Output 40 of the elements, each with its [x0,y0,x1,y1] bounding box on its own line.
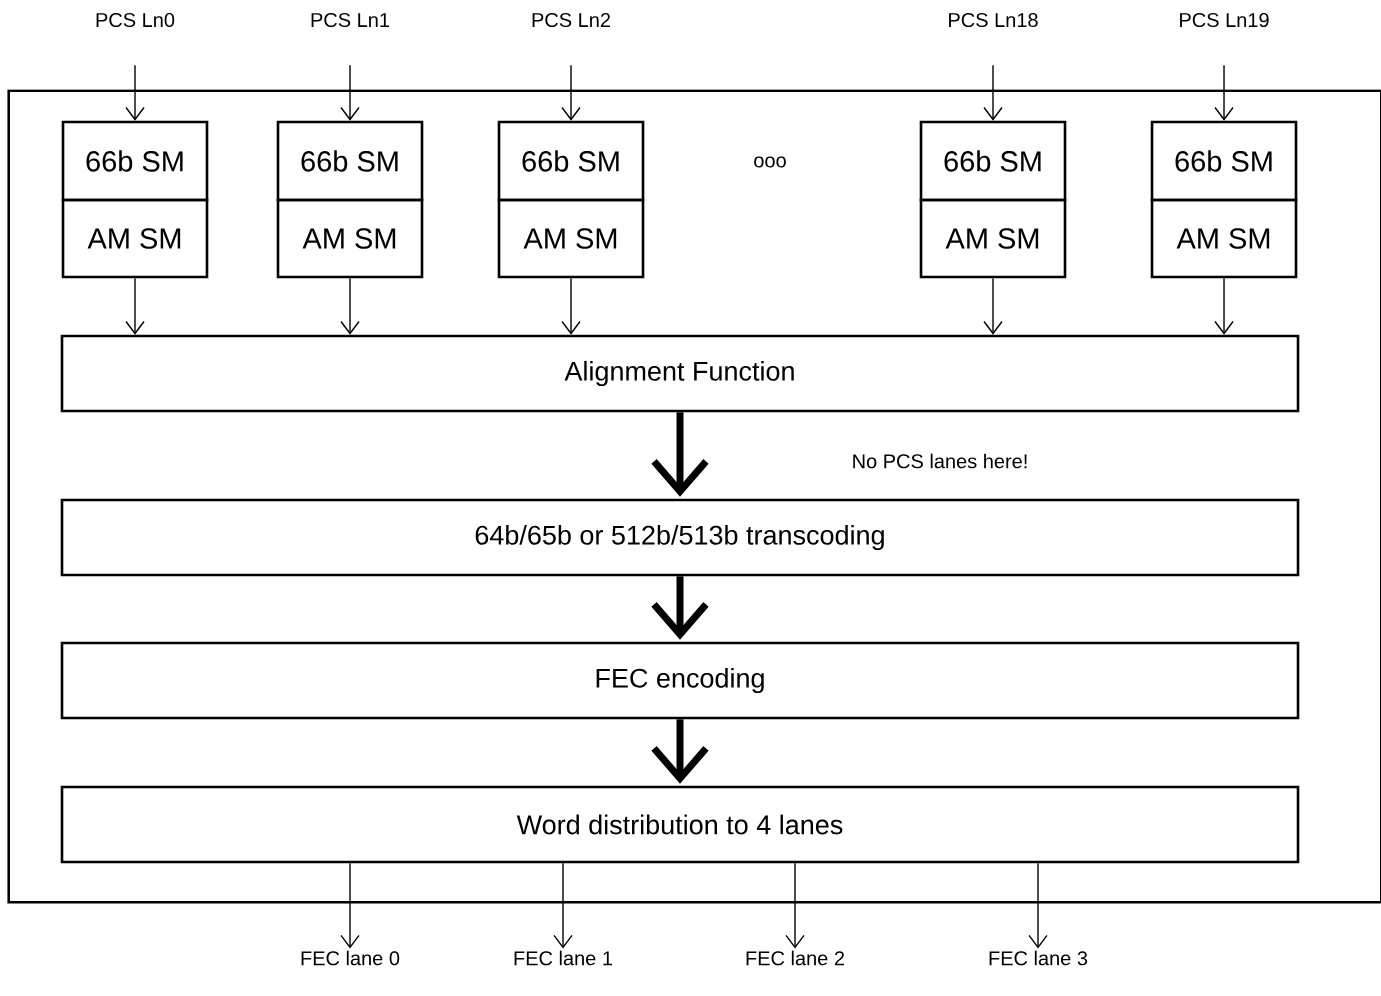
arrow [1214,64,1234,121]
output-label: FEC lane 3 [989,950,1088,966]
note-text: No PCS lanes here! [853,453,1027,469]
state-machine-box: AM SM [919,198,1067,279]
arrow [983,64,1003,121]
state-machine-box: AM SM [61,198,209,279]
state-machine-box: 66b SM [276,120,424,202]
arrow [1214,277,1234,335]
state-machine-box: 66b SM [497,120,645,202]
arrow [125,277,145,335]
ellipsis-text: ooo [754,156,786,168]
arrow [553,862,573,949]
process-box: Word distribution to 4 lanes [60,785,1300,864]
input-label: PCS Ln0 [96,12,175,28]
outer-frame [7,89,1381,904]
output-label: FEC lane 2 [746,950,844,966]
process-box: Alignment Function [60,334,1300,413]
state-machine-box: AM SM [276,198,424,279]
process-box: 64b/65b or 512b/513b transcoding [60,498,1300,577]
arrow [125,64,145,121]
arrow [340,277,360,335]
input-label: PCS Ln19 [1180,12,1269,28]
state-machine-box: 66b SM [919,120,1067,202]
arrow [785,862,805,949]
output-label: FEC lane 0 [301,950,400,966]
arrow [561,64,581,121]
input-label: PCS Ln1 [311,12,390,28]
arrow [1028,862,1048,949]
state-machine-box: 66b SM [1150,120,1298,202]
state-machine-box: 66b SM [61,120,209,202]
state-machine-box: AM SM [497,198,645,279]
state-machine-box: AM SM [1150,198,1298,279]
arrow [983,277,1003,335]
output-label: FEC lane 1 [514,950,613,966]
process-box: FEC encoding [60,641,1300,720]
arrow [561,277,581,335]
input-label: PCS Ln18 [949,12,1038,28]
input-label: PCS Ln2 [532,12,610,28]
arrow [340,862,360,949]
arrow [340,64,360,121]
